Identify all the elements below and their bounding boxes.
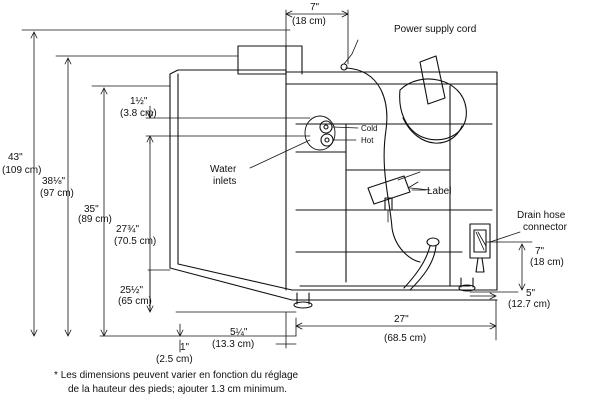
dim-base-height-in: 25½": [120, 285, 143, 296]
dim-inlet-height-in: 27¾": [116, 224, 139, 235]
dim-height-35-in: 35": [84, 204, 99, 215]
dim-top-depth-in: 7": [310, 2, 320, 13]
dim-drain-height-cm: (18 cm): [530, 257, 564, 268]
dim-overall-height-cm: (109 cm): [2, 165, 41, 176]
dim-height-35-cm: (89 cm): [78, 214, 112, 225]
dim-width-in: 27": [394, 314, 409, 325]
drain-hose-connector-label-1: Drain hose: [517, 210, 566, 221]
note-line-1: * Les dimensions peuvent varier en fonct…: [54, 369, 474, 383]
water-inlets-label-1: Water: [210, 164, 237, 175]
dim-drain-height-in: 7": [535, 246, 545, 257]
water-inlets: [304, 115, 359, 151]
dim-side-offset-cm: (13.3 cm): [212, 339, 254, 350]
label-callout: Label: [427, 186, 451, 197]
rear-label: [367, 171, 431, 205]
dim-width-cm: (68.5 cm): [384, 333, 426, 344]
dim-drain-offset-in: 5": [526, 288, 536, 299]
dim-inlet-height-cm: (70.5 cm): [114, 236, 156, 247]
hot-label: Hot: [361, 136, 374, 145]
dim-inlet-offset-in: 1½": [130, 96, 148, 107]
dim-base-height-cm: (65 cm): [118, 296, 152, 307]
note-line-2: de la hauteur des pieds; ajouter 1.3 cm …: [68, 384, 287, 395]
dimension-arrows: [30, 10, 526, 353]
washer-body: [169, 45, 498, 301]
note-asterisk: *: [54, 370, 58, 381]
callout-labels: Power supply cord Cold Hot Water inlets …: [210, 24, 568, 233]
dim-side-offset-in: 5¼": [230, 326, 248, 338]
dimension-labels: 7" (18 cm) 43" (109 cm) 38⅛" (97 cm) 35"…: [2, 2, 564, 365]
cold-label: Cold: [361, 124, 377, 133]
drain-hose: [403, 223, 491, 291]
power-supply-cord: [340, 39, 467, 263]
dim-drain-offset-cm: (12.7 cm): [508, 299, 550, 310]
dim-height-38-cm: (97 cm): [40, 188, 74, 199]
dim-top-depth-cm: (18 cm): [292, 16, 326, 27]
drain-hose-connector-label-2: connector: [523, 222, 568, 233]
dim-overall-height-in: 43": [8, 152, 23, 163]
dim-height-38-in: 38⅛": [42, 176, 65, 187]
extension-lines: [21, 9, 533, 349]
note-line-1-text: Les dimensions peuvent varier en fonctio…: [60, 370, 299, 381]
dim-foot-cm: (2.5 cm): [156, 354, 193, 365]
leveling-feet: [293, 277, 476, 309]
dim-inlet-offset-cm: (3.8 cm): [120, 108, 157, 119]
dimension-note: * Les dimensions peuvent varier en fonct…: [54, 369, 474, 397]
dim-foot-in: 1": [180, 342, 190, 353]
power-supply-cord-label: Power supply cord: [394, 24, 476, 35]
water-inlets-label-2: inlets: [213, 176, 236, 187]
